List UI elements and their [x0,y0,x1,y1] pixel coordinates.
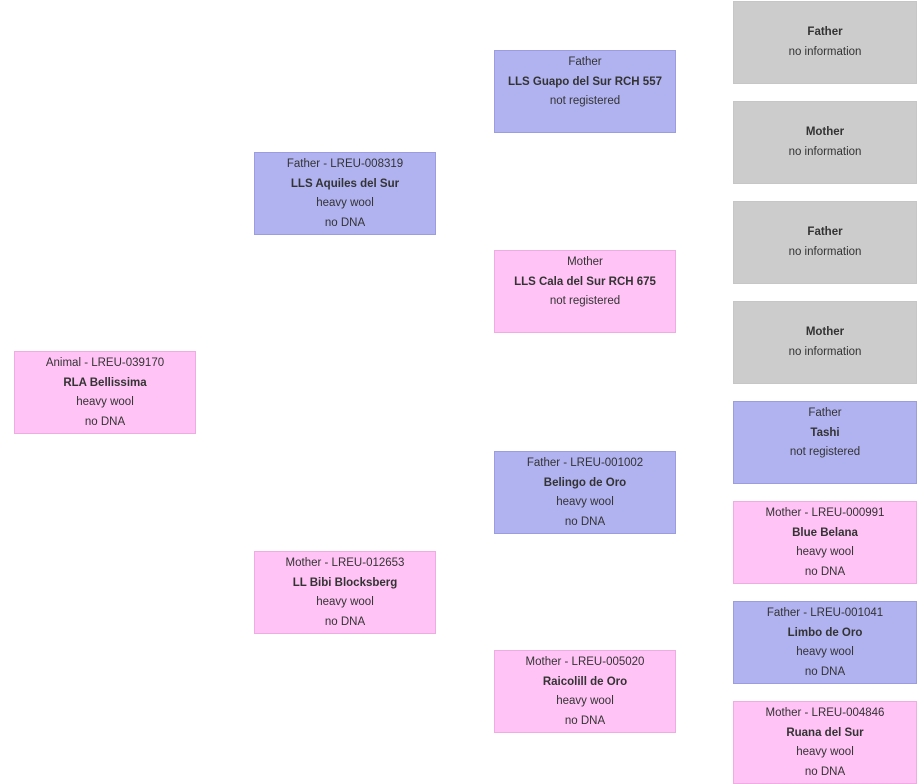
wool-info: heavy wool [316,596,374,608]
box-label: Father - LREU-008319 [286,158,404,170]
dna-info: no DNA [804,665,846,678]
pedigree-box-great-grandmother-3[interactable]: Mother - LREU-000991 Blue Belana heavy w… [733,501,917,584]
animal-name: Belingo de Oro [543,476,627,489]
pedigree-box-paternal-grandmother[interactable]: Mother LLS Cala del Sur RCH 675 not regi… [494,250,676,333]
dna-info: no DNA [804,565,846,578]
pedigree-box-maternal-grandmother[interactable]: Mother - LREU-005020 Raicolill de Oro he… [494,650,676,733]
wool-info: heavy wool [556,496,614,508]
animal-name: Limbo de Oro [787,626,863,639]
animal-name: LLS Guapo del Sur RCH 557 [508,75,662,88]
dna-info: no DNA [324,216,366,229]
box-label: Father - LREU-001041 [766,607,884,619]
pedigree-box-maternal-grandfather[interactable]: Father - LREU-001002 Belingo de Oro heav… [494,451,676,534]
animal-name: LL Bibi Blocksberg [292,576,398,589]
pedigree-box-great-grandfather-1-no-info: Father no information [733,1,917,84]
animal-name: Ruana del Sur [786,726,864,739]
pedigree-box-great-grandfather-4[interactable]: Father - LREU-001041 Limbo de Oro heavy … [733,601,917,684]
relation-label: Mother [805,326,845,338]
pedigree-box-great-grandmother-2-no-info: Mother no information [733,301,917,384]
box-label: Mother - LREU-005020 [525,656,645,668]
relation-label: Father [807,26,843,38]
registry-info: not registered [789,446,861,458]
no-info-text: no information [788,145,862,158]
wool-info: heavy wool [556,695,614,707]
animal-name: Raicolill de Oro [542,675,628,688]
animal-name: Blue Belana [792,526,858,539]
box-label: Mother [567,256,603,268]
wool-info: heavy wool [76,396,134,408]
wool-info: heavy wool [796,746,854,758]
no-info-text: no information [788,345,862,358]
no-info-text: no information [788,245,862,258]
animal-name: RLA Bellissima [63,376,147,389]
box-label: Mother - LREU-012653 [285,557,405,569]
box-label: Animal - LREU-039170 [45,357,165,369]
pedigree-box-great-grandfather-2-no-info: Father no information [733,201,917,284]
box-label: Father - LREU-001002 [526,457,644,469]
dna-info: no DNA [324,615,366,628]
wool-info: heavy wool [796,546,854,558]
relation-label: Father [807,226,843,238]
registry-info: not registered [549,95,621,107]
box-label: Father [808,407,842,419]
pedigree-box-paternal-grandfather[interactable]: Father LLS Guapo del Sur RCH 557 not reg… [494,50,676,133]
animal-name: LLS Aquiles del Sur [290,177,400,190]
relation-label: Mother [805,126,845,138]
box-label: Mother - LREU-000991 [765,507,885,519]
pedigree-box-mother[interactable]: Mother - LREU-012653 LL Bibi Blocksberg … [254,551,436,634]
wool-info: heavy wool [316,197,374,209]
dna-info: no DNA [804,765,846,778]
pedigree-box-great-grandmother-1-no-info: Mother no information [733,101,917,184]
dna-info: no DNA [564,515,606,528]
box-label: Mother - LREU-004846 [765,707,885,719]
dna-info: no DNA [564,714,606,727]
box-label: Father [568,56,602,68]
no-info-text: no information [788,45,862,58]
registry-info: not registered [549,295,621,307]
animal-name: LLS Cala del Sur RCH 675 [514,275,656,288]
pedigree-box-animal[interactable]: Animal - LREU-039170 RLA Bellissima heav… [14,351,196,434]
pedigree-box-great-grandmother-4[interactable]: Mother - LREU-004846 Ruana del Sur heavy… [733,701,917,784]
dna-info: no DNA [84,415,126,428]
wool-info: heavy wool [796,646,854,658]
pedigree-box-great-grandfather-3[interactable]: Father Tashi not registered [733,401,917,484]
pedigree-box-father[interactable]: Father - LREU-008319 LLS Aquiles del Sur… [254,152,436,235]
animal-name: Tashi [810,426,840,439]
